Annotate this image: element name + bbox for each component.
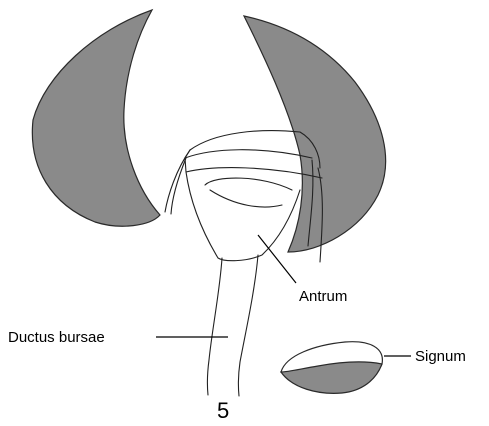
right-lobe	[244, 16, 386, 252]
antrum-leader	[258, 235, 296, 283]
ductus-bursae-tube	[207, 255, 258, 396]
left-lobe	[32, 10, 160, 226]
antrum-label: Antrum	[299, 288, 347, 305]
ductus-bursae-label: Ductus bursae	[8, 329, 105, 346]
signum-label: Signum	[415, 348, 466, 365]
figure-number: 5	[217, 398, 229, 423]
signum-structure	[281, 342, 382, 394]
